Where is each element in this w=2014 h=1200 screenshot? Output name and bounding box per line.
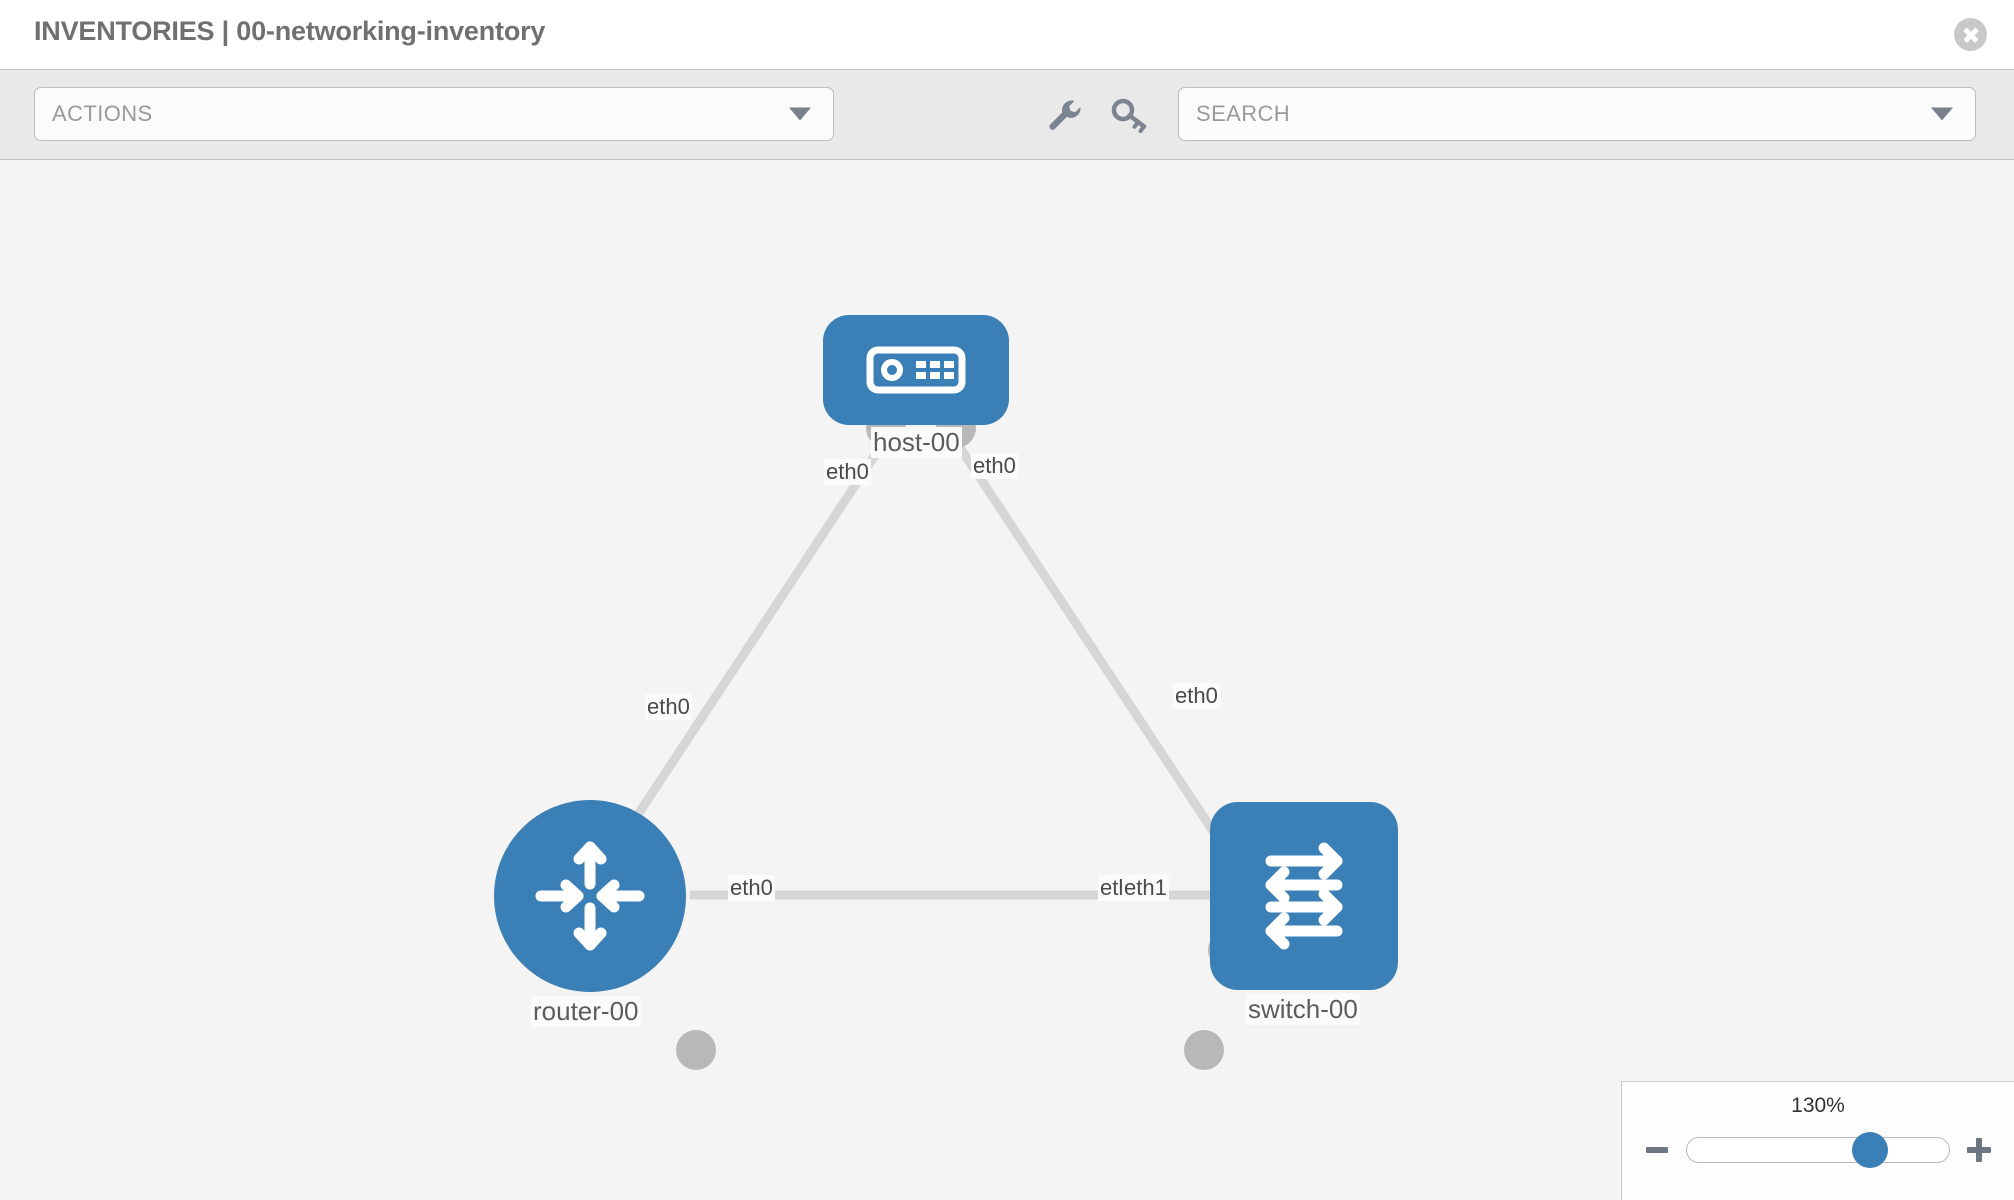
actions-dropdown[interactable]: ACTIONS: [34, 87, 834, 141]
switch-icon: [1265, 842, 1343, 950]
page-title: INVENTORIES | 00-networking-inventory: [34, 16, 546, 46]
topology-links: [596, 437, 1244, 900]
zoom-in-button[interactable]: [1964, 1135, 1994, 1165]
zoom-slider-handle[interactable]: [1852, 1132, 1889, 1168]
link-host-switch: [951, 437, 1244, 875]
node-label-switch-00: switch-00: [1246, 994, 1360, 1025]
edge-label-switch-up: eth0: [1173, 683, 1220, 709]
server-icon: [866, 346, 966, 394]
edge-label-switch-left: eth1: [1122, 875, 1169, 901]
close-icon[interactable]: [1954, 18, 1987, 51]
toolbar: ACTIONS SEARCH: [0, 69, 2014, 160]
router-icon: [535, 841, 645, 951]
edge-label-router-up: eth0: [645, 694, 692, 720]
topology-canvas[interactable]: host-00: [0, 160, 2014, 1200]
edge-label-router-right: eth0: [728, 875, 775, 901]
zoom-slider-track[interactable]: [1686, 1132, 1950, 1168]
wrench-icon[interactable]: [1040, 92, 1084, 136]
switch-node-shape[interactable]: [1210, 802, 1398, 990]
router-node-shape[interactable]: [494, 800, 686, 992]
endpoint-switch-left[interactable]: [1184, 1030, 1224, 1070]
chevron-down-icon[interactable]: [1931, 107, 1953, 121]
zoom-control-panel: 130%: [1621, 1081, 2014, 1200]
edge-label-host-left: eth0: [824, 459, 871, 485]
page-header: INVENTORIES | 00-networking-inventory: [0, 0, 2014, 69]
zoom-slider-row: [1622, 1130, 2014, 1170]
search-placeholder: SEARCH: [1196, 101, 1291, 126]
chevron-down-icon: [789, 107, 811, 121]
link-host-router: [596, 437, 889, 875]
search-input[interactable]: SEARCH: [1178, 87, 1976, 141]
node-label-router-00: router-00: [531, 996, 641, 1027]
key-icon[interactable]: [1108, 92, 1152, 136]
endpoint-router-right[interactable]: [676, 1030, 716, 1070]
actions-dropdown-label: ACTIONS: [52, 101, 153, 126]
node-label-host-00: host-00: [871, 427, 962, 458]
host-node-shape[interactable]: [823, 315, 1009, 425]
edge-label-host-right: eth0: [971, 453, 1018, 479]
zoom-out-button[interactable]: [1642, 1135, 1672, 1165]
zoom-percent-label: 130%: [1791, 1094, 1845, 1117]
